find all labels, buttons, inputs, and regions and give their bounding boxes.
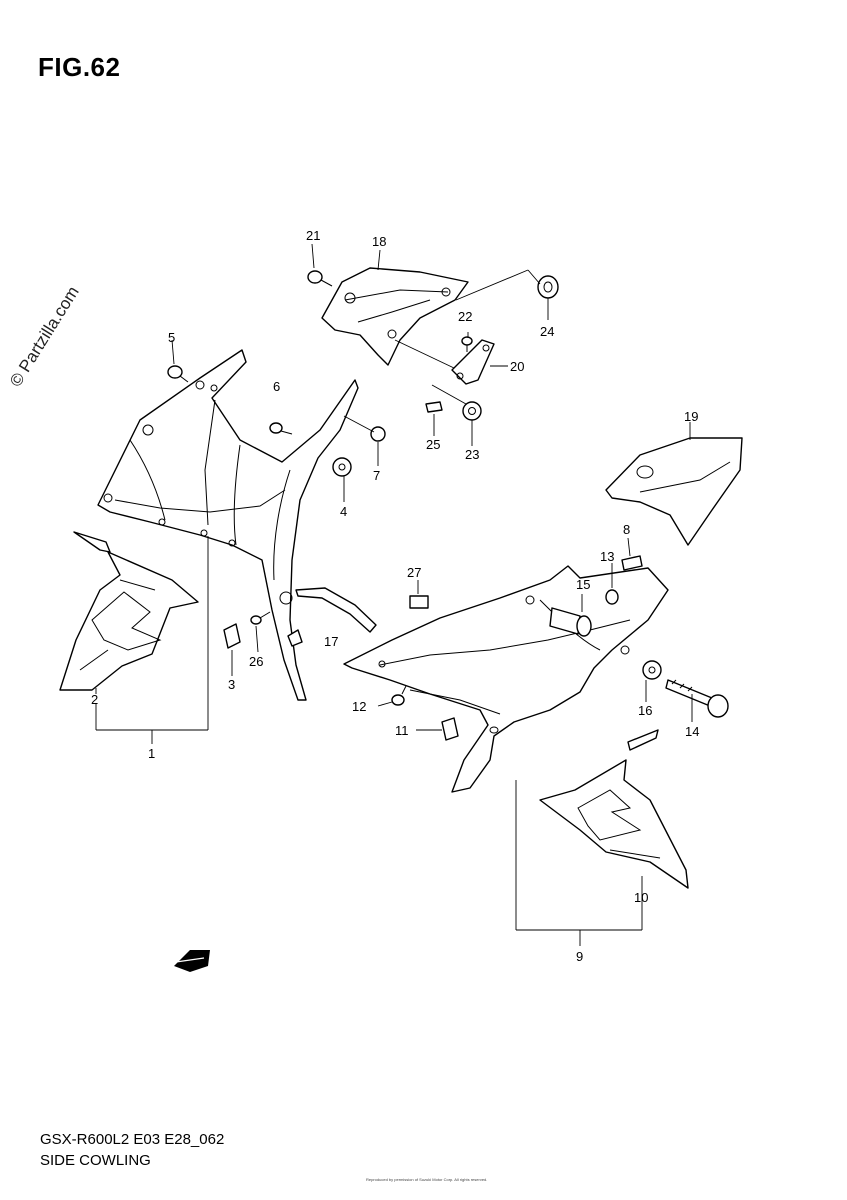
- part-14-bolt[interactable]: [665, 679, 729, 718]
- callout-14: 14: [685, 724, 700, 739]
- part-17-strip[interactable]: [295, 587, 377, 633]
- callout-12: 12: [352, 699, 367, 714]
- part-12-screw[interactable]: [391, 685, 407, 706]
- part-13-cap[interactable]: [605, 589, 619, 605]
- callout-15: 15: [576, 577, 591, 592]
- part-22-screw[interactable]: [461, 336, 473, 352]
- callout-4: 4: [340, 504, 348, 519]
- part-19-side-cover[interactable]: [605, 437, 743, 546]
- part-5-screw[interactable]: [167, 365, 189, 383]
- callout-26: 26: [249, 654, 264, 669]
- callout-10: 10: [634, 890, 649, 905]
- callout-22: 22: [458, 309, 473, 324]
- part-24-grommet[interactable]: [537, 275, 559, 299]
- part-7-grommet[interactable]: [370, 426, 386, 442]
- callout-8: 8: [623, 522, 631, 537]
- part-25-pad[interactable]: [425, 401, 443, 413]
- part-9-right-side-cowling[interactable]: [343, 565, 669, 793]
- callout-11: 11: [395, 723, 409, 738]
- part-23-grommet[interactable]: [462, 401, 482, 421]
- model-code: GSX-R600L2 E03 E28_062: [40, 1131, 225, 1148]
- part-20-bracket[interactable]: [451, 339, 495, 385]
- callout-7: 7: [373, 468, 381, 483]
- callout-2: 2: [91, 692, 99, 707]
- callout-1: 1: [148, 746, 156, 761]
- part-26-screw[interactable]: [250, 611, 271, 625]
- callout-16: 16: [638, 703, 653, 718]
- callout-5: 5: [168, 330, 176, 345]
- callout-17: 17: [324, 634, 339, 649]
- callout-25: 25: [426, 437, 441, 452]
- part-2-left-emblem[interactable]: [59, 531, 199, 691]
- callout-13: 13: [600, 549, 615, 564]
- callout-9: 9: [576, 949, 584, 964]
- callout-19: 19: [684, 409, 699, 424]
- part-16-washer[interactable]: [642, 660, 662, 680]
- part-3-clip[interactable]: [223, 623, 241, 649]
- fwd-direction-arrow: [174, 950, 210, 972]
- part-4-grommet[interactable]: [332, 457, 352, 477]
- part-8-pad[interactable]: [621, 555, 643, 571]
- part-6-mount-screw[interactable]: [269, 422, 293, 435]
- leader-lines: [95, 243, 693, 946]
- callout-6: 6: [273, 379, 281, 394]
- callout-24: 24: [540, 324, 555, 339]
- section-name: SIDE COWLING: [40, 1152, 151, 1169]
- part-6-left-side-cowling[interactable]: [97, 349, 359, 701]
- part-10-right-emblem[interactable]: [539, 729, 689, 889]
- figure-title: FIG.62: [38, 52, 121, 82]
- callout-23: 23: [465, 447, 480, 462]
- callout-21: 21: [306, 228, 321, 243]
- callout-18: 18: [372, 234, 387, 249]
- part-21-screw[interactable]: [307, 270, 333, 287]
- part-11-clip[interactable]: [441, 717, 459, 741]
- callout-27: 27: [407, 565, 422, 580]
- part-18-upper-cover[interactable]: [321, 267, 469, 366]
- copyright-footer: Reproduced by permission of Suzuki Motor…: [366, 1177, 488, 1182]
- part-27-pad[interactable]: [409, 595, 429, 609]
- part-15-spacer[interactable]: [549, 607, 592, 637]
- callout-20: 20: [510, 359, 525, 374]
- callout-3: 3: [228, 677, 236, 692]
